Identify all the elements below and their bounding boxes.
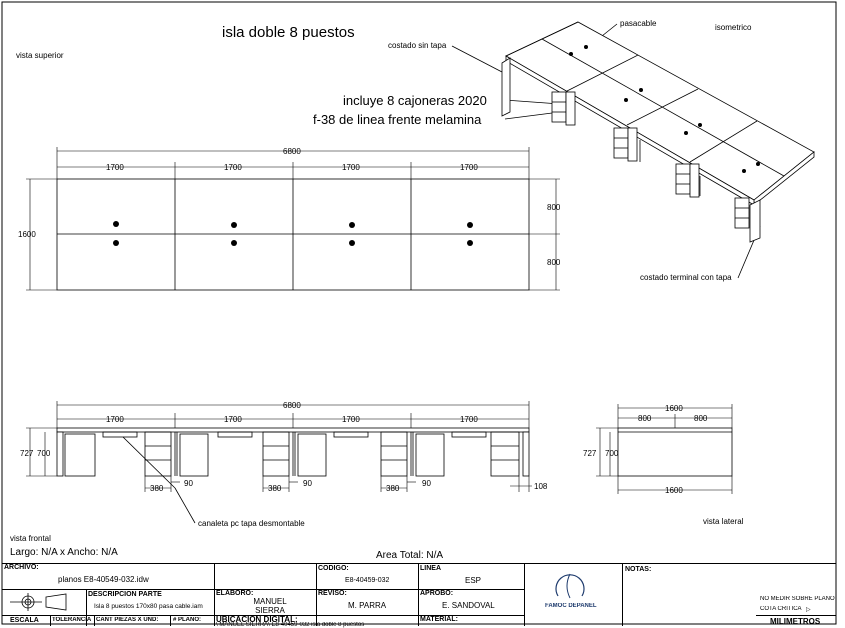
dim-front-drawer-1: 380 [150,484,164,493]
dim-side-depth-top: 1600 [665,404,683,413]
linea-label: LINEA [420,565,441,572]
label-area-total: Area Total: N/A [376,550,443,561]
notas-label: NOTAS: [625,566,652,573]
cant-piezas-label: CANT PIEZAS X UND: [96,617,159,623]
side-view [617,427,733,477]
aprobo-value: E. SANDOVAL [442,601,495,610]
linea-value: ESP [465,576,482,585]
label-largo-ancho: Largo: N/A x Ancho: N/A [10,547,118,558]
reviso-value: M. PARRA [348,601,387,610]
dim-top-half-2: 800 [547,258,561,267]
archivo-value: planos E8-40549-032.idw [58,575,149,584]
dim-front-module-4: 1700 [460,415,478,424]
label-costado-sin-tapa: costado sin tapa [388,41,447,50]
no-medir-note: NO MEDIR SOBRE PLANO [760,596,835,602]
ubicacion-label: UBICACION DIGITAL: [216,615,298,624]
front-view [56,427,530,477]
reviso-label: REVISO: [318,590,347,597]
dim-side-height-inner: 700 [605,449,619,458]
codigo-label: CODIGO: [318,565,349,572]
dim-front-module-1: 1700 [106,415,124,424]
descripcion-value: Isla 8 puestos 170x80 pasa cable.iam [94,603,203,610]
dim-front-module-3: 1700 [342,415,360,424]
ubicacion-value: \ MANUEL SIERRA\ E8-40459-032 isla doble… [216,622,365,628]
descripcion-label: DESCRIPCION PARTE [88,591,162,598]
dim-front-gap-1: 90 [184,479,193,488]
label-pasacable: pasacable [620,19,657,28]
dim-top-total: 6800 [283,147,301,156]
label-vista-frontal: vista frontal [10,534,51,543]
label-costado-terminal: costado terminal con tapa [640,273,732,282]
note-line-1: incluye 8 cajoneras 2020 [343,93,487,108]
archivo-label: ARCHIVO: [4,564,39,571]
dim-front-drawer-2: 380 [268,484,282,493]
cota-critica-note: COTA CRITICA [760,606,802,612]
dim-top-depth: 1600 [18,230,36,239]
elaboro-value: MANUEL SIERRA [253,597,287,615]
side-view-dim-lines [596,404,733,494]
units-milimetros: MILIMETROS [770,617,821,626]
top-view-dim-lines [26,147,560,291]
label-canaleta: canaleta pc tapa desmontable [198,519,305,528]
top-view-pasacables [113,221,473,246]
dim-front-height-inner: 700 [37,449,51,458]
dim-front-gap-2: 90 [303,479,312,488]
aprobo-label: APROBO: [420,590,454,597]
label-vista-superior: vista superior [16,51,64,60]
dim-top-half-1: 800 [547,203,561,212]
dim-side-height: 727 [583,449,597,458]
dim-front-total: 6800 [283,401,301,410]
dim-side-half-2: 800 [694,414,708,423]
dim-front-height: 727 [20,449,34,458]
dim-top-module-4: 1700 [460,163,478,172]
drawing-title: isla doble 8 puestos [222,24,355,41]
elaboro-label: ELABORO: [216,590,254,597]
dim-side-depth-bottom: 1600 [665,486,683,495]
codigo-value: E8-40459-032 [345,577,390,584]
dim-top-module-1: 1700 [106,163,124,172]
dim-front-gap-3: 90 [422,479,431,488]
label-vista-lateral: vista lateral [703,517,744,526]
note-line-2: f-38 de linea frente melamina [313,112,482,127]
front-view-dim-lines [26,401,532,492]
dim-front-module-2: 1700 [224,415,242,424]
plano-label: # PLANO: [173,617,202,623]
company-logo-icon [555,573,585,599]
isometric-view [501,21,815,243]
isometric-pasacables [569,45,760,173]
tolerancia-label: TOLERANCIA [52,617,92,623]
dim-front-end-gap: 108 [534,482,548,491]
top-view [56,178,530,291]
label-isometrico: isometrico [715,23,752,32]
escala-label: ESCALA [10,617,39,624]
material-label: MATERIAL: [420,616,458,623]
dim-top-module-3: 1700 [342,163,360,172]
dim-side-half-1: 800 [638,414,652,423]
company-logo-text: FAMOC DEPANEL [545,603,597,609]
projection-symbol-icon [10,593,67,611]
cota-critica-icon: ▷ [806,607,811,613]
dim-top-module-2: 1700 [224,163,242,172]
dim-front-drawer-3: 380 [386,484,400,493]
